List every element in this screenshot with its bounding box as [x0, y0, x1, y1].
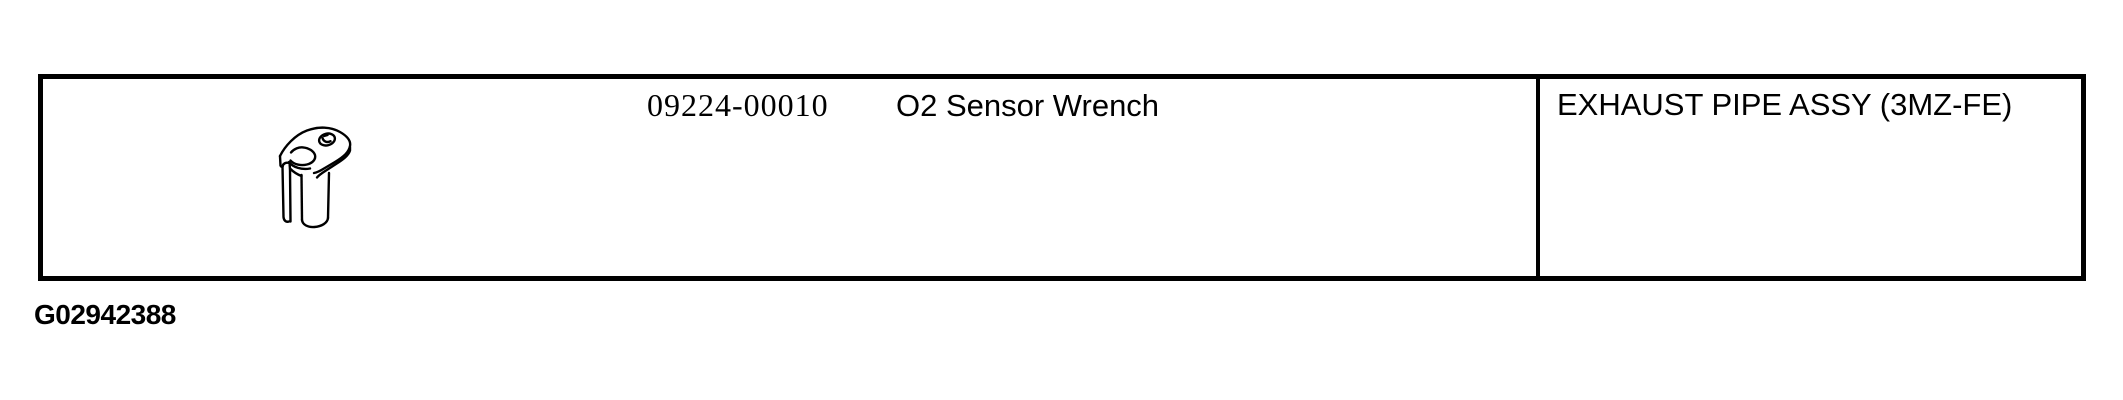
o2-sensor-wrench-illustration [278, 126, 352, 229]
tool-part-number: 09224-00010 [647, 87, 829, 123]
tool-name: O2 Sensor Wrench [896, 88, 1160, 123]
application-cell: EXHAUST PIPE ASSY (3MZ-FE) [1540, 79, 2081, 276]
application-label: EXHAUST PIPE ASSY (3MZ-FE) [1557, 87, 2013, 122]
figure-code: G02942388 [34, 299, 176, 330]
special-tool-table: 09224-00010 O2 Sensor Wrench EXHAUST PIP… [38, 74, 2086, 281]
tool-cell: 09224-00010 O2 Sensor Wrench [43, 79, 1540, 276]
